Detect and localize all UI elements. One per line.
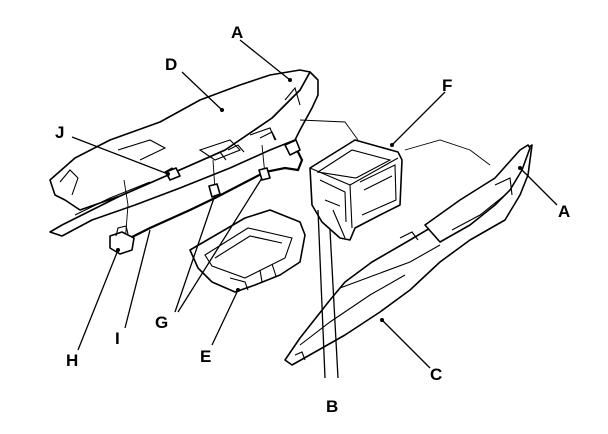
callout-c: C — [430, 365, 442, 384]
callout-e: E — [200, 347, 211, 366]
callout-b: B — [326, 397, 338, 416]
callout-a-top: A — [231, 23, 243, 42]
clip-g-1 — [208, 183, 221, 198]
connector-h — [109, 225, 135, 255]
callout-d: D — [165, 55, 177, 74]
clip-g-2 — [258, 167, 271, 181]
leader-lines — [71, 39, 558, 379]
callout-f: F — [442, 76, 452, 95]
callout-g: G — [155, 313, 168, 332]
callout-j: J — [55, 123, 64, 142]
connector-j — [165, 167, 181, 181]
callout-h: H — [66, 351, 78, 370]
cable-end-connector — [284, 139, 301, 156]
part-c-right-side-panel — [284, 144, 533, 366]
callout-i: I — [115, 329, 120, 348]
part-f-upper-box — [309, 139, 403, 241]
part-d-left-trim-panel — [49, 69, 319, 237]
part-e-lower-tray — [189, 209, 306, 293]
callout-a-right: A — [558, 202, 570, 221]
